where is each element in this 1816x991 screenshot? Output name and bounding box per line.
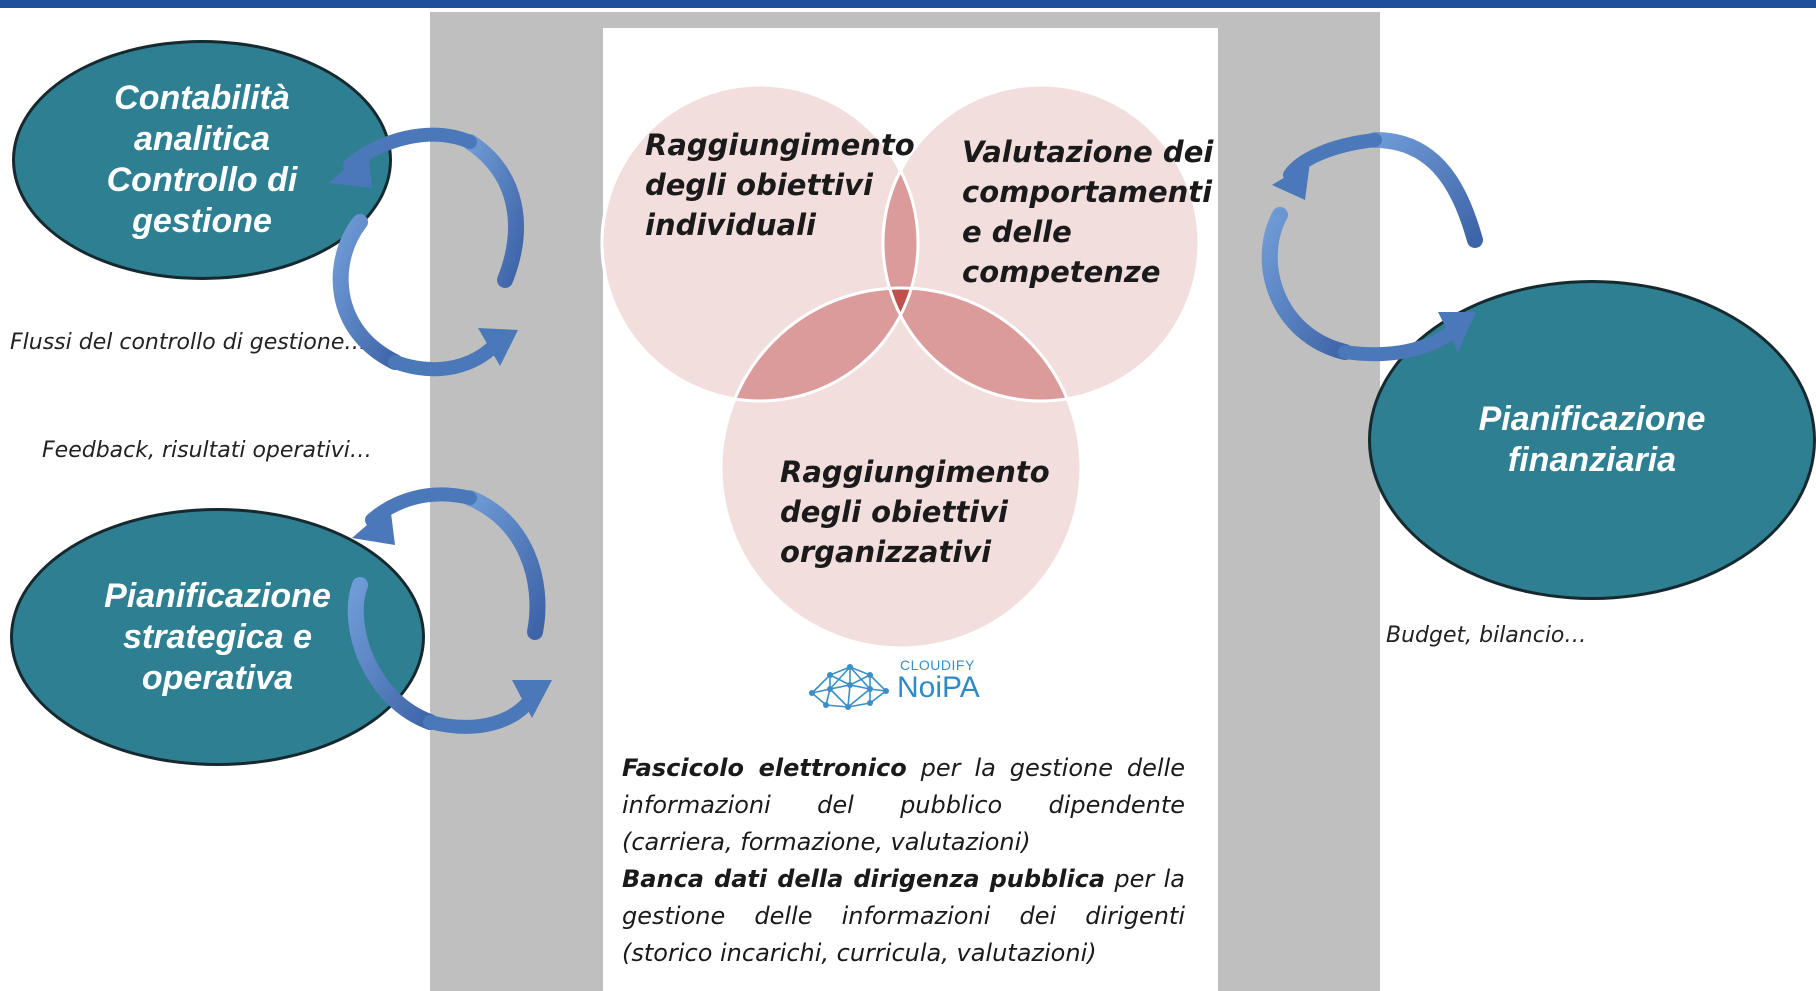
caption-feedback: Feedback, risultati operativi… xyxy=(42,438,372,463)
venn-label-comportamenti: Valutazione dei comportamenti e delle co… xyxy=(962,132,1213,292)
venn-outline-1 xyxy=(881,83,1201,403)
caption-budget: Budget, bilancio… xyxy=(1386,623,1587,648)
cycle-arrow-left-bottom xyxy=(347,487,552,734)
oval-line: Pianificazione xyxy=(1478,400,1706,438)
network-cloud-icon xyxy=(809,664,889,710)
venn-label-organizzativi: Raggiungimento degli obiettivi organizza… xyxy=(780,452,1050,572)
oval-line: finanziaria xyxy=(1507,441,1677,479)
venn-label-individuali: Raggiungimento degli obiettivi individua… xyxy=(645,125,915,245)
venn-outline-0 xyxy=(600,83,920,403)
venn-label-line: organizzativi xyxy=(780,535,992,569)
venn-overlap-individuali-organizzativi xyxy=(721,288,918,401)
logo-cloudify-text: CLOUDIFY xyxy=(900,657,975,673)
venn-label-line: individuali xyxy=(645,208,816,242)
caption-flussi: Flussi del controllo di gestione… xyxy=(10,330,367,355)
cloudify-noipa-logo: CLOUDIFY NoiPA xyxy=(800,645,1000,715)
oval-line: operativa xyxy=(141,658,294,697)
venn-outline-2 xyxy=(719,286,1083,650)
oval-line: Pianificazione xyxy=(104,576,331,615)
desc-banca-body: per la gestione delle informazioni dei d… xyxy=(622,865,1185,967)
oval-line: analitica xyxy=(133,120,271,158)
venn-label-line: Valutazione dei xyxy=(962,135,1214,169)
venn-label-line: Raggiungimento xyxy=(645,128,915,162)
cycle-arrow-right xyxy=(1261,132,1483,362)
oval-line: Controllo di xyxy=(106,161,298,199)
oval-line: gestione xyxy=(132,202,272,240)
venn-label-line: competenze xyxy=(962,255,1161,289)
desc-fascicolo-title: Fascicolo elettronico xyxy=(622,754,907,782)
venn-label-line: e delle xyxy=(962,215,1072,249)
desc-fascicolo: Fascicolo elettronico per la gestione de… xyxy=(622,750,1185,861)
cycle-arrow-left-top xyxy=(328,127,524,377)
venn-overlap-comportamenti-organizzativi xyxy=(883,288,1081,401)
venn-label-line: Raggiungimento xyxy=(780,455,1050,489)
oval-line: Contabilità xyxy=(114,79,290,117)
venn-label-line: degli obiettivi xyxy=(645,168,873,202)
desc-fascicolo-body: per la gestione delle informazioni del p… xyxy=(622,754,1185,856)
venn-label-line: degli obiettivi xyxy=(780,495,1008,529)
logo-noipa-text: NoiPA xyxy=(897,671,980,704)
oval-line: strategica e xyxy=(122,617,312,656)
oval-pianificazione-finanziaria: Pianificazione finanziaria xyxy=(1368,280,1816,600)
oval-contabilita-analitica: Contabilità analitica Controllo di gesti… xyxy=(12,40,392,280)
desc-banca-title: Banca dati della dirigenza pubblica xyxy=(622,865,1106,893)
venn-label-line: comportamenti xyxy=(962,175,1213,209)
top-accent-bar xyxy=(0,0,1816,8)
description-text: Fascicolo elettronico per la gestione de… xyxy=(622,750,1185,972)
desc-banca: Banca dati della dirigenza pubblica per … xyxy=(622,861,1185,972)
